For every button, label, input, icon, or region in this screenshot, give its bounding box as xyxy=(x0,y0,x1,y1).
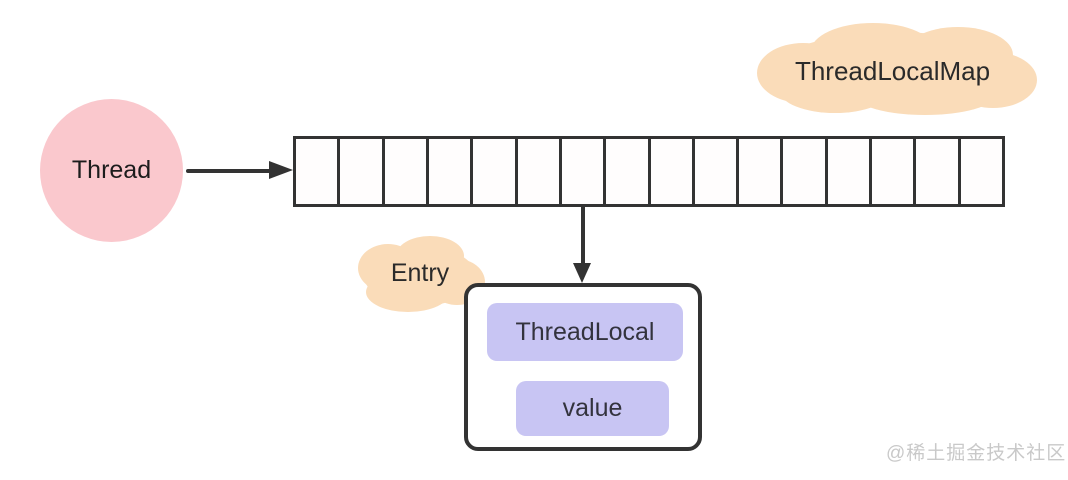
threadlocal-key-label: ThreadLocal xyxy=(515,317,655,346)
array-cell xyxy=(296,139,341,204)
array-cell xyxy=(384,139,429,204)
array-cell xyxy=(916,139,961,204)
threadlocalmap-cloud xyxy=(757,23,1037,115)
array-cell xyxy=(694,139,740,204)
entry-cloud-label: Entry xyxy=(390,258,450,287)
threadlocal-key-chip: ThreadLocal xyxy=(487,303,683,361)
array-cell xyxy=(473,139,518,204)
arrow-head-down-icon xyxy=(573,263,591,283)
threadlocalmap-bucket-array xyxy=(293,136,1005,207)
arrow-head-right-icon xyxy=(269,161,293,179)
array-cell xyxy=(650,139,695,204)
watermark: @稀土掘金技术社区 xyxy=(886,443,1067,464)
array-to-entry-arrow xyxy=(573,207,592,283)
thread-label: Thread xyxy=(71,156,152,184)
array-cell xyxy=(783,139,828,204)
thread-node: Thread xyxy=(40,99,183,242)
entry-box: ThreadLocal value xyxy=(464,283,702,451)
array-cell xyxy=(739,139,784,204)
arrow-line xyxy=(186,169,271,173)
array-cell xyxy=(561,139,607,204)
arrow-line xyxy=(581,207,585,265)
array-cell xyxy=(428,139,474,204)
value-label: value xyxy=(562,394,623,422)
value-chip: value xyxy=(516,381,669,436)
array-cell xyxy=(827,139,873,204)
array-cell xyxy=(606,139,651,204)
thread-to-array-arrow xyxy=(186,161,293,180)
array-cell xyxy=(340,139,385,204)
array-cell xyxy=(517,139,562,204)
threadlocalmap-label: ThreadLocalMap xyxy=(794,56,991,86)
array-cell xyxy=(960,139,1002,204)
array-cell xyxy=(872,139,917,204)
